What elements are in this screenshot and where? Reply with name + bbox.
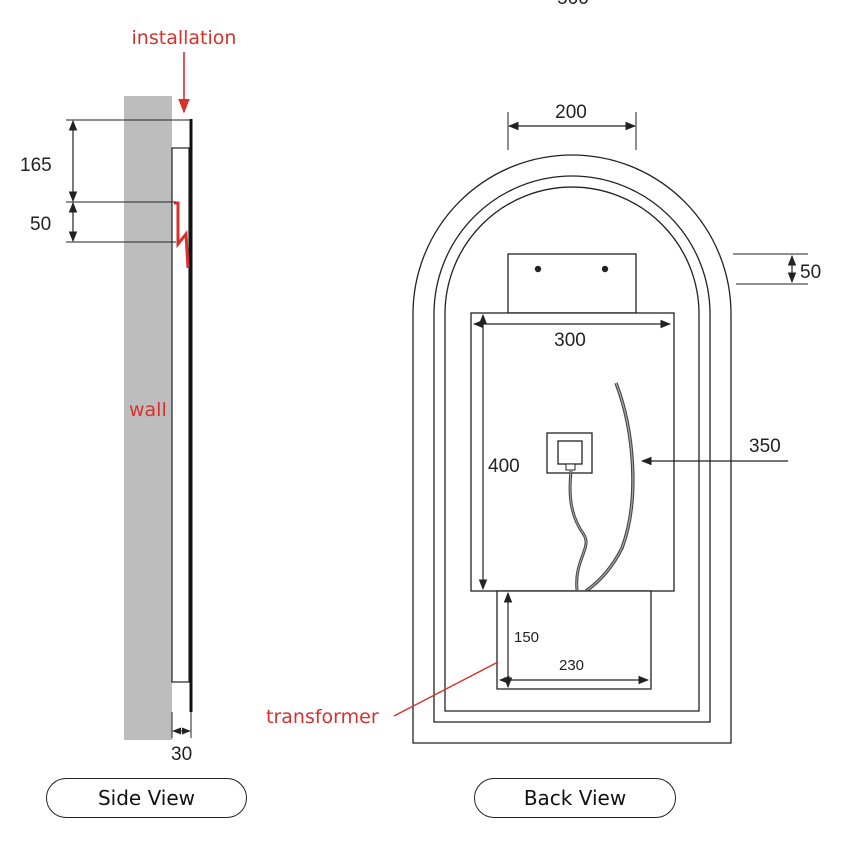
installation-label: installation [132, 27, 237, 49]
dim-200-label: 200 [555, 102, 587, 123]
dim-350-label: 350 [749, 436, 781, 457]
power-cable-highlight [585, 382, 634, 592]
bracket-hole [534, 265, 542, 273]
wall-label: wall [129, 399, 167, 421]
middle-arch [433, 175, 711, 723]
side-frame [171, 147, 190, 683]
dim-30-label: 30 [171, 744, 192, 765]
dim-230-label: 230 [559, 657, 584, 674]
transformer-label: transformer [266, 706, 379, 728]
wall-bracket [507, 253, 637, 314]
dim-165-label: 165 [20, 155, 52, 176]
outer-arch [412, 154, 732, 744]
mounting-hook [174, 201, 190, 269]
bracket-hole [601, 265, 609, 273]
side-view-drawing [66, 52, 193, 740]
top-partial-label: 500 [557, 0, 589, 9]
back-view-drawing [393, 112, 808, 744]
dim-50-back-label: 50 [800, 262, 821, 283]
switch-plug [565, 463, 576, 471]
side-view-button[interactable]: Side View [46, 778, 247, 818]
transformer-box [496, 590, 652, 690]
dim-300-label: 300 [554, 330, 586, 351]
dim-150-label: 150 [514, 629, 539, 646]
dim-400-label: 400 [488, 456, 520, 477]
switch-inner [557, 440, 583, 465]
dim-50-side-label: 50 [30, 214, 51, 235]
wall-block [124, 96, 172, 740]
switch-cable-highlight [569, 470, 587, 591]
back-view-button[interactable]: Back View [474, 778, 676, 818]
transformer-leader [393, 661, 499, 717]
inner-arch [444, 186, 700, 712]
